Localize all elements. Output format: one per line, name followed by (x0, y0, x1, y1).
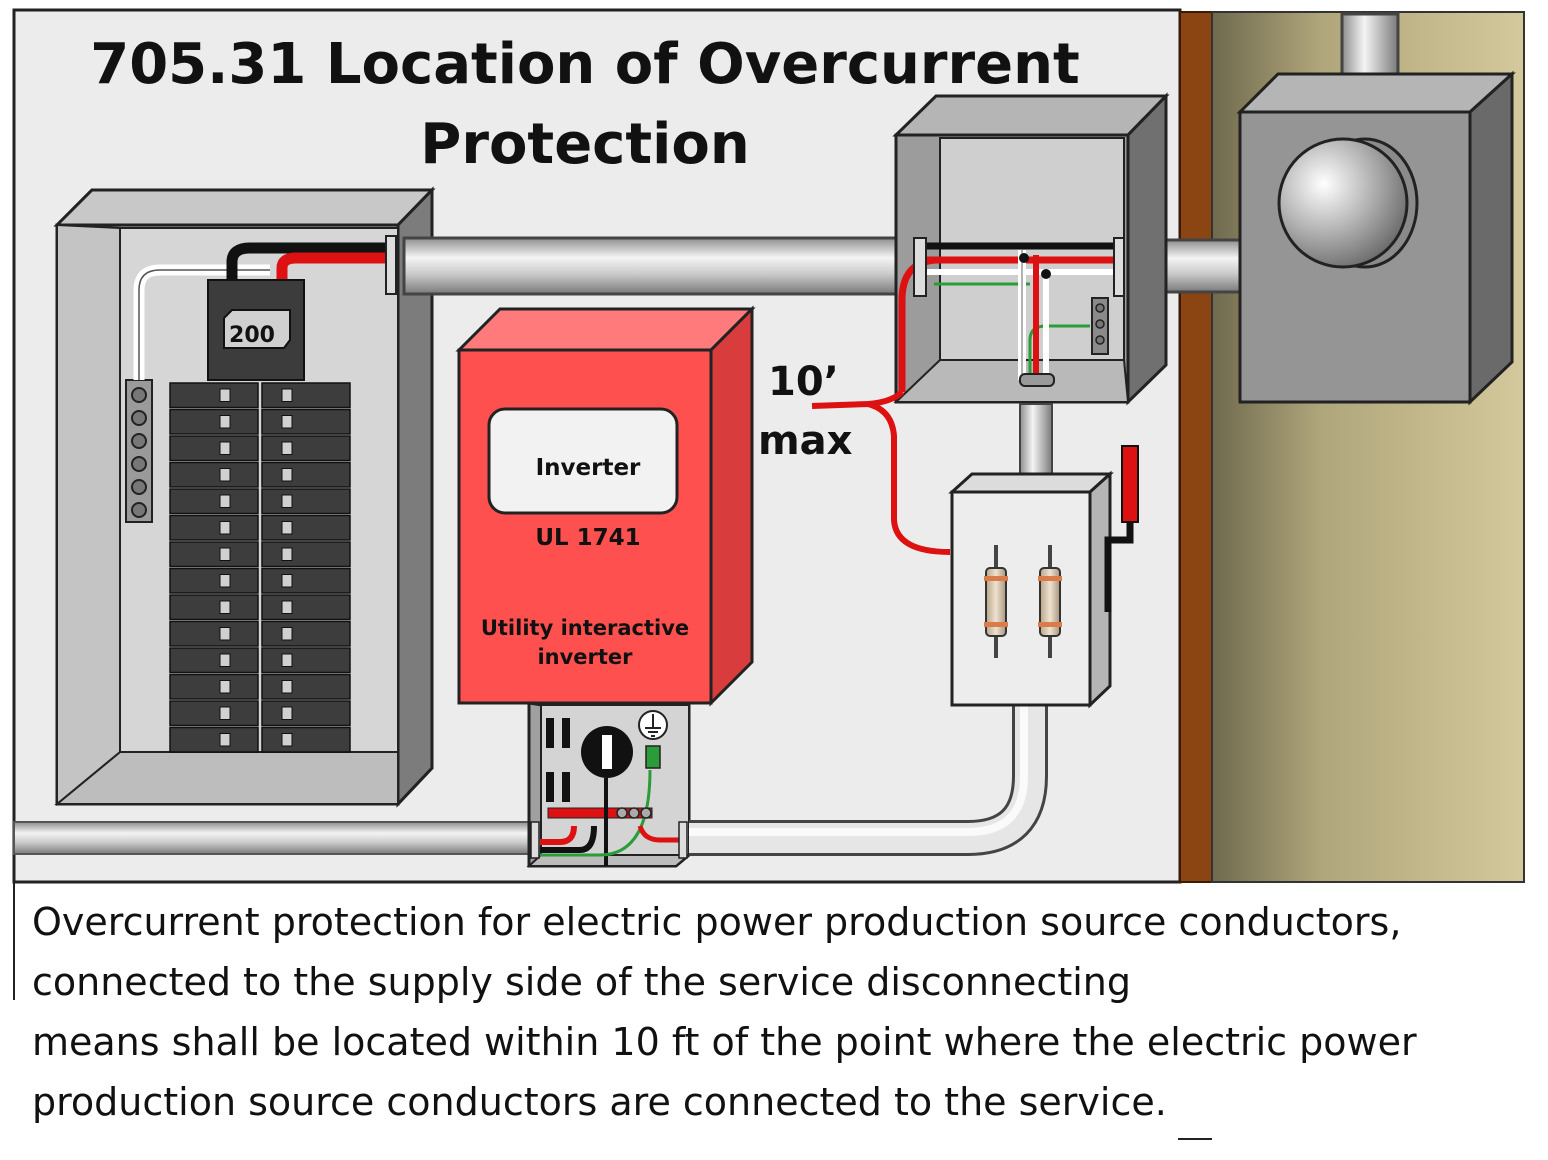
branch-breaker (169, 620, 259, 647)
branch-breaker (261, 435, 351, 462)
caption-line-2: connected to the supply side of the serv… (32, 960, 1131, 1004)
caption-text: Overcurrent protection for electric powe… (32, 892, 1532, 1132)
tap-to-disconnect-conduit (1019, 403, 1053, 487)
branch-breaker (261, 620, 351, 647)
branch-breaker (169, 514, 259, 541)
caption-line-3: means shall be located within 10 ft of t… (32, 1020, 1417, 1064)
breaker-toggle (281, 653, 293, 667)
branch-breaker (261, 488, 351, 515)
branch-breaker (169, 700, 259, 727)
breaker-toggle (219, 627, 231, 641)
breaker-toggle (219, 733, 231, 747)
breaker-toggle (219, 388, 231, 402)
fused-disconnect (948, 445, 1139, 709)
branch-breaker (169, 594, 259, 621)
inverter-display-label: Inverter (536, 455, 641, 481)
branch-breaker (261, 408, 351, 435)
breaker-toggle (281, 733, 293, 747)
breaker-toggle (219, 600, 231, 614)
breaker-toggle (281, 415, 293, 429)
breaker-toggle (281, 388, 293, 402)
breaker-toggle (281, 627, 293, 641)
breaker-toggle (281, 680, 293, 694)
branch-breaker (261, 461, 351, 488)
branch-breaker (169, 541, 259, 568)
branch-breaker (261, 594, 351, 621)
breaker-toggle (219, 468, 231, 482)
branch-breaker (261, 700, 351, 727)
breaker-toggle (281, 574, 293, 588)
inverter-description-line-1: Utility interactive (481, 616, 689, 640)
distance-value: 10’ (768, 359, 839, 405)
breaker-toggle (281, 547, 293, 561)
inverter-display (487, 407, 679, 515)
breaker-toggle (281, 494, 293, 508)
utility-meter (1236, 12, 1516, 406)
breaker-toggle (281, 521, 293, 535)
breaker-toggle (219, 653, 231, 667)
branch-breaker (169, 488, 259, 515)
breaker-toggle (219, 706, 231, 720)
branch-breaker (261, 541, 351, 568)
diagram-title-line-2: Protection (420, 112, 749, 177)
neutral-bar (125, 379, 153, 523)
fuse-2 (1038, 545, 1062, 658)
breaker-toggle (219, 494, 231, 508)
breaker-toggle (219, 415, 231, 429)
main-service-panel: 200 (53, 186, 436, 808)
branch-breaker (169, 647, 259, 674)
branch-breaker (261, 382, 351, 409)
branch-breakers (169, 382, 351, 753)
branch-breaker (169, 382, 259, 409)
service-conduit (402, 236, 902, 296)
tap-junction-box (892, 92, 1170, 406)
fuse-1 (984, 545, 1008, 658)
breaker-toggle (219, 521, 231, 535)
branch-breaker (169, 673, 259, 700)
breaker-toggle (219, 441, 231, 455)
inverter-wiring-box (526, 701, 692, 868)
branch-breaker (261, 567, 351, 594)
main-breaker-rating: 200 (229, 323, 275, 348)
diagram-title-line-1: 705.31 Location of Overcurrent (90, 32, 1080, 97)
branch-breaker (261, 726, 351, 753)
breaker-toggle (219, 547, 231, 561)
breaker-toggle (281, 441, 293, 455)
breaker-toggle (281, 706, 293, 720)
branch-breaker (261, 514, 351, 541)
branch-breaker (169, 435, 259, 462)
wood-post (1179, 11, 1213, 883)
breaker-toggle (219, 574, 231, 588)
branch-breaker (261, 673, 351, 700)
breaker-toggle (281, 468, 293, 482)
breaker-toggle (281, 600, 293, 614)
inverter-output-conduit (689, 704, 1045, 853)
branch-breaker (261, 647, 351, 674)
inverter-listing: UL 1741 (535, 525, 640, 551)
inverter-description-line-2: inverter (537, 645, 633, 669)
branch-breaker (169, 408, 259, 435)
branch-breaker (169, 726, 259, 753)
tap-conductor (811, 389, 951, 555)
caption-line-1: Overcurrent protection for electric powe… (32, 900, 1402, 944)
inverter-unit: Inverter UL 1741 Utility interactive inv… (455, 305, 756, 707)
disconnect-handle (1121, 445, 1139, 523)
breaker-toggle (219, 680, 231, 694)
branch-breaker (169, 567, 259, 594)
bottom-conduit (13, 821, 535, 855)
meter-glass (1277, 137, 1409, 269)
distance-unit: max (758, 418, 853, 464)
caption-line-4: production source conductors are connect… (32, 1080, 1167, 1124)
branch-breaker (169, 461, 259, 488)
